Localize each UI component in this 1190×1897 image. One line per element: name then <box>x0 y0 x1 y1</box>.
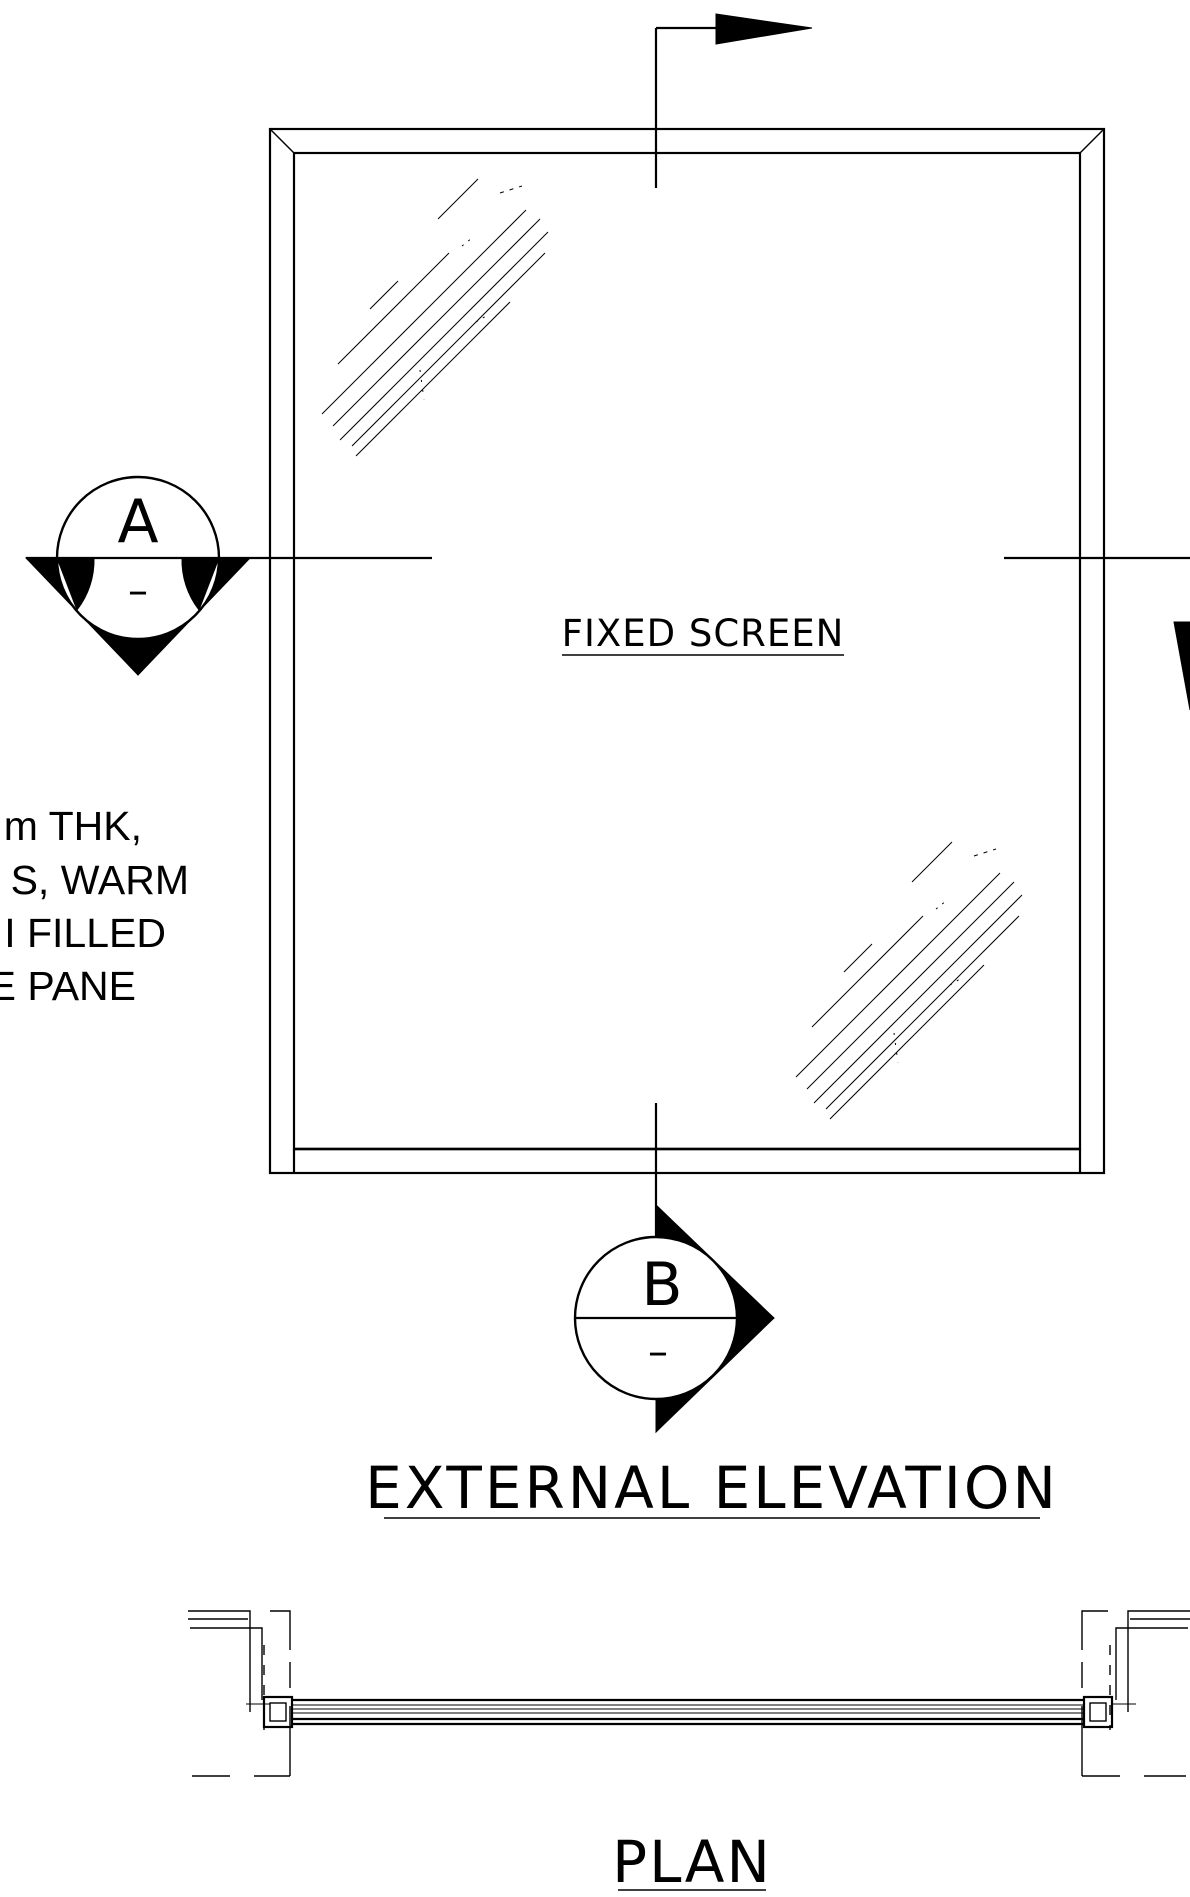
plan-view <box>188 1610 1190 1777</box>
section-b-letter: B <box>641 1250 682 1320</box>
section-marker-b: B – <box>573 1203 775 1434</box>
section-a-sheet: – <box>128 568 148 614</box>
note-line-1: m THK, <box>4 803 142 849</box>
note-line-3: I FILLED <box>4 910 166 956</box>
note-line-4: E PANE <box>0 963 136 1009</box>
section-marker-a: A – <box>24 475 252 676</box>
plan-title: PLAN <box>612 1828 772 1896</box>
note-line-2: S, WARM <box>11 857 189 903</box>
section-line-b <box>654 13 813 1240</box>
window-frame <box>268 127 1106 1175</box>
section-b-sheet: – <box>648 1329 668 1375</box>
section-a-letter: A <box>117 487 158 557</box>
elevation-title: EXTERNAL ELEVATION <box>365 1454 1059 1522</box>
elevation-label: FIXED SCREEN <box>562 612 845 655</box>
glass-reflection-hatch <box>321 178 1023 1120</box>
specification-note: m THK, S, WARM I FILLED E PANE <box>0 803 189 1009</box>
